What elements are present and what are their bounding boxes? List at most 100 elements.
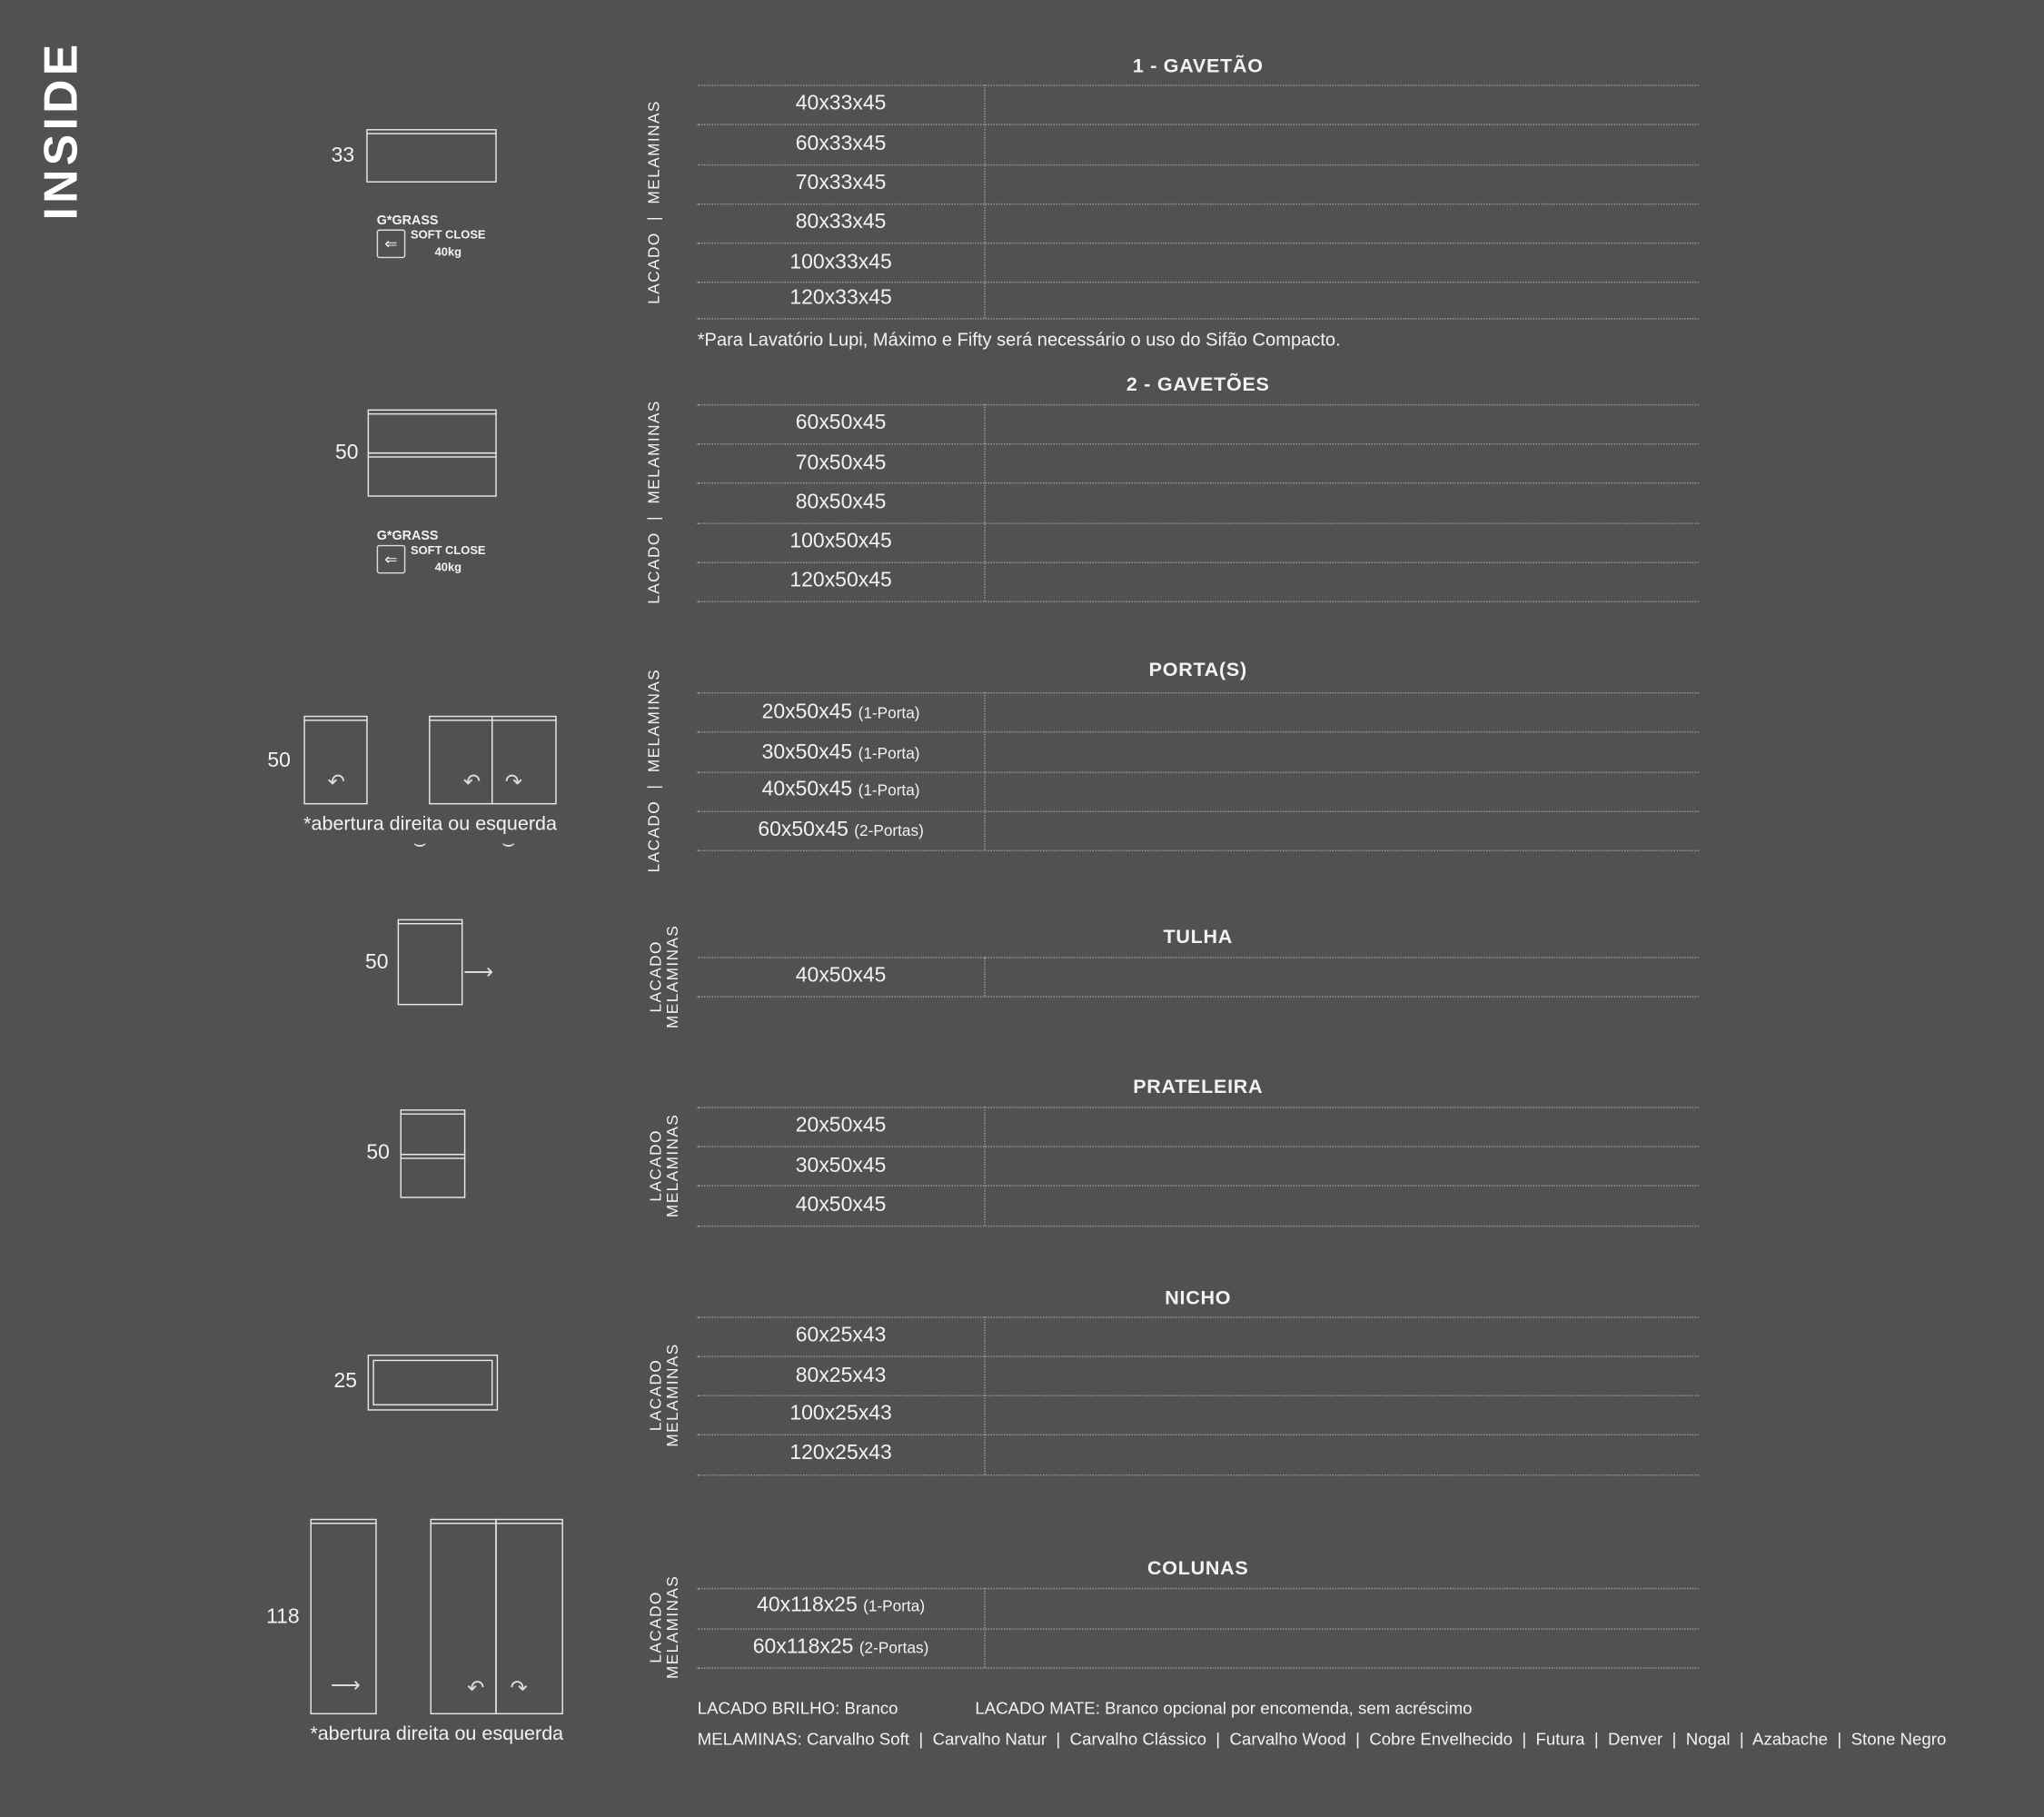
size-value: 120x33x45 <box>789 286 892 310</box>
size-row: 80x33x45 <box>698 211 985 234</box>
cabinet-drawing <box>372 1359 493 1405</box>
material-label-text: LACADO | MELAMINAS <box>644 100 663 304</box>
row-divider <box>697 1146 1699 1147</box>
size-value: 80x25x43 <box>795 1365 887 1387</box>
size-row: 120x33x45 <box>698 287 985 311</box>
material-lacado: LACADO <box>646 940 665 1013</box>
grass-logo: G*GRASS <box>376 529 439 544</box>
size-value: 40x118x25 <box>757 1594 858 1617</box>
opening-arrow-icon: ↷ <box>510 1677 528 1701</box>
size-row: 60x118x25 (2-Portas) <box>698 1636 985 1660</box>
size-row: 120x50x45 <box>698 570 985 593</box>
row-divider <box>697 522 1699 524</box>
size-row: 40x50x45 (1-Porta) <box>698 779 985 802</box>
cabinet-drawing <box>397 918 463 1006</box>
size-value: 120x25x43 <box>789 1442 892 1465</box>
opening-arrow-icon: ↶ <box>467 1677 485 1701</box>
brand-title: INSIDE <box>34 40 88 221</box>
cabinet-drawing <box>303 715 368 805</box>
size-row: 100x33x45 <box>698 252 985 275</box>
soft-close-label: SOFT CLOSE <box>411 543 486 557</box>
door-count: (2-Portas) <box>858 1638 929 1657</box>
cabinet-drawing <box>400 1109 466 1156</box>
weight-label: 40kg <box>434 244 462 259</box>
opening-arrow-icon: ⟶ <box>463 962 494 985</box>
row-divider <box>697 403 1699 406</box>
opening-arrow-icon: ⟶ <box>330 1674 361 1698</box>
row-divider <box>697 1355 1699 1357</box>
size-row: 40x50x45 <box>698 1194 985 1217</box>
section-title: 1 - GAVETÃO <box>1132 55 1264 78</box>
cabinet-drawing <box>367 452 497 497</box>
section-title: 2 - GAVETÕES <box>1126 373 1270 396</box>
door-count: (1-Porta) <box>858 780 920 799</box>
row-divider <box>697 731 1699 733</box>
size-value: 40x50x45 <box>795 964 887 988</box>
size-row: 60x50x45 <box>698 412 985 435</box>
size-row: 40x118x25 (1-Porta) <box>698 1594 985 1618</box>
size-value: 40x50x45 <box>761 778 853 801</box>
size-value: 70x50x45 <box>795 452 887 475</box>
row-divider <box>697 84 1699 86</box>
height-dimension: 25 <box>333 1370 358 1393</box>
column-divider <box>984 1587 986 1668</box>
row-divider <box>697 996 1699 998</box>
door-count: (1-Porta) <box>858 703 920 722</box>
height-dimension: 50 <box>366 1142 390 1165</box>
size-row: 60x33x45 <box>698 133 985 156</box>
size-row: 70x33x45 <box>698 172 985 195</box>
row-divider <box>697 1587 1699 1590</box>
size-value: 60x33x45 <box>795 133 887 155</box>
row-divider <box>697 691 1699 694</box>
column-divider <box>984 691 986 850</box>
material-label-text: LACADO | MELAMINAS <box>644 668 663 873</box>
size-value: 60x25x43 <box>795 1324 887 1347</box>
height-dimension: 50 <box>267 750 291 772</box>
row-divider <box>697 601 1699 602</box>
size-value: 40x33x45 <box>795 92 887 115</box>
size-row: 40x33x45 <box>698 93 985 116</box>
opening-note: *abertura direita ou esquerda <box>303 812 557 836</box>
size-row: 30x50x45 (1-Porta) <box>698 742 985 766</box>
size-row: 100x25x43 <box>698 1403 985 1426</box>
section-title: PRATELEIRA <box>1133 1076 1264 1098</box>
section-title: PORTA(S) <box>1148 659 1247 681</box>
size-value: 60x118x25 <box>752 1635 854 1659</box>
size-value: 70x33x45 <box>795 172 887 194</box>
cabinet-drawing <box>367 1354 499 1411</box>
height-dimension: 118 <box>266 1605 300 1629</box>
opening-arrow-icon: ↶ <box>462 771 481 794</box>
cabinet-drawing <box>495 1518 563 1715</box>
cabinet-drawing <box>310 1518 377 1715</box>
row-divider <box>697 164 1699 166</box>
cabinet-drawing <box>429 715 493 805</box>
material-lacado: LACADO <box>646 1129 665 1202</box>
row-divider <box>697 281 1699 283</box>
material-lacado: LACADO <box>646 1591 665 1663</box>
size-row: 40x50x45 <box>698 965 985 988</box>
size-row: 60x50x45 (2-Portas) <box>698 819 985 842</box>
size-value: 60x50x45 <box>758 819 848 841</box>
material-label-text: LACADO | MELAMINAS <box>644 400 663 604</box>
row-divider <box>697 1434 1699 1435</box>
row-divider <box>697 482 1699 484</box>
row-divider <box>697 1316 1699 1318</box>
size-row: 20x50x45 (1-Porta) <box>698 701 985 725</box>
cabinet-drawing <box>400 1153 466 1198</box>
column-divider <box>984 1107 986 1226</box>
size-row: 80x25x43 <box>698 1365 985 1388</box>
height-dimension: 50 <box>364 951 389 974</box>
weight-label: 40kg <box>434 561 462 574</box>
section-title: NICHO <box>1165 1287 1232 1310</box>
size-value: 40x50x45 <box>795 1194 887 1216</box>
size-value: 20x50x45 <box>761 701 853 724</box>
row-divider <box>697 1474 1699 1476</box>
column-divider <box>984 403 986 601</box>
opening-arrow-icon: ↷ <box>504 771 523 794</box>
material-melaminas: MELAMINAS <box>663 1113 682 1218</box>
material-melaminas: MELAMINAS <box>663 924 682 1028</box>
size-value: 30x50x45 <box>761 741 853 764</box>
cabinet-drawing <box>491 715 557 805</box>
